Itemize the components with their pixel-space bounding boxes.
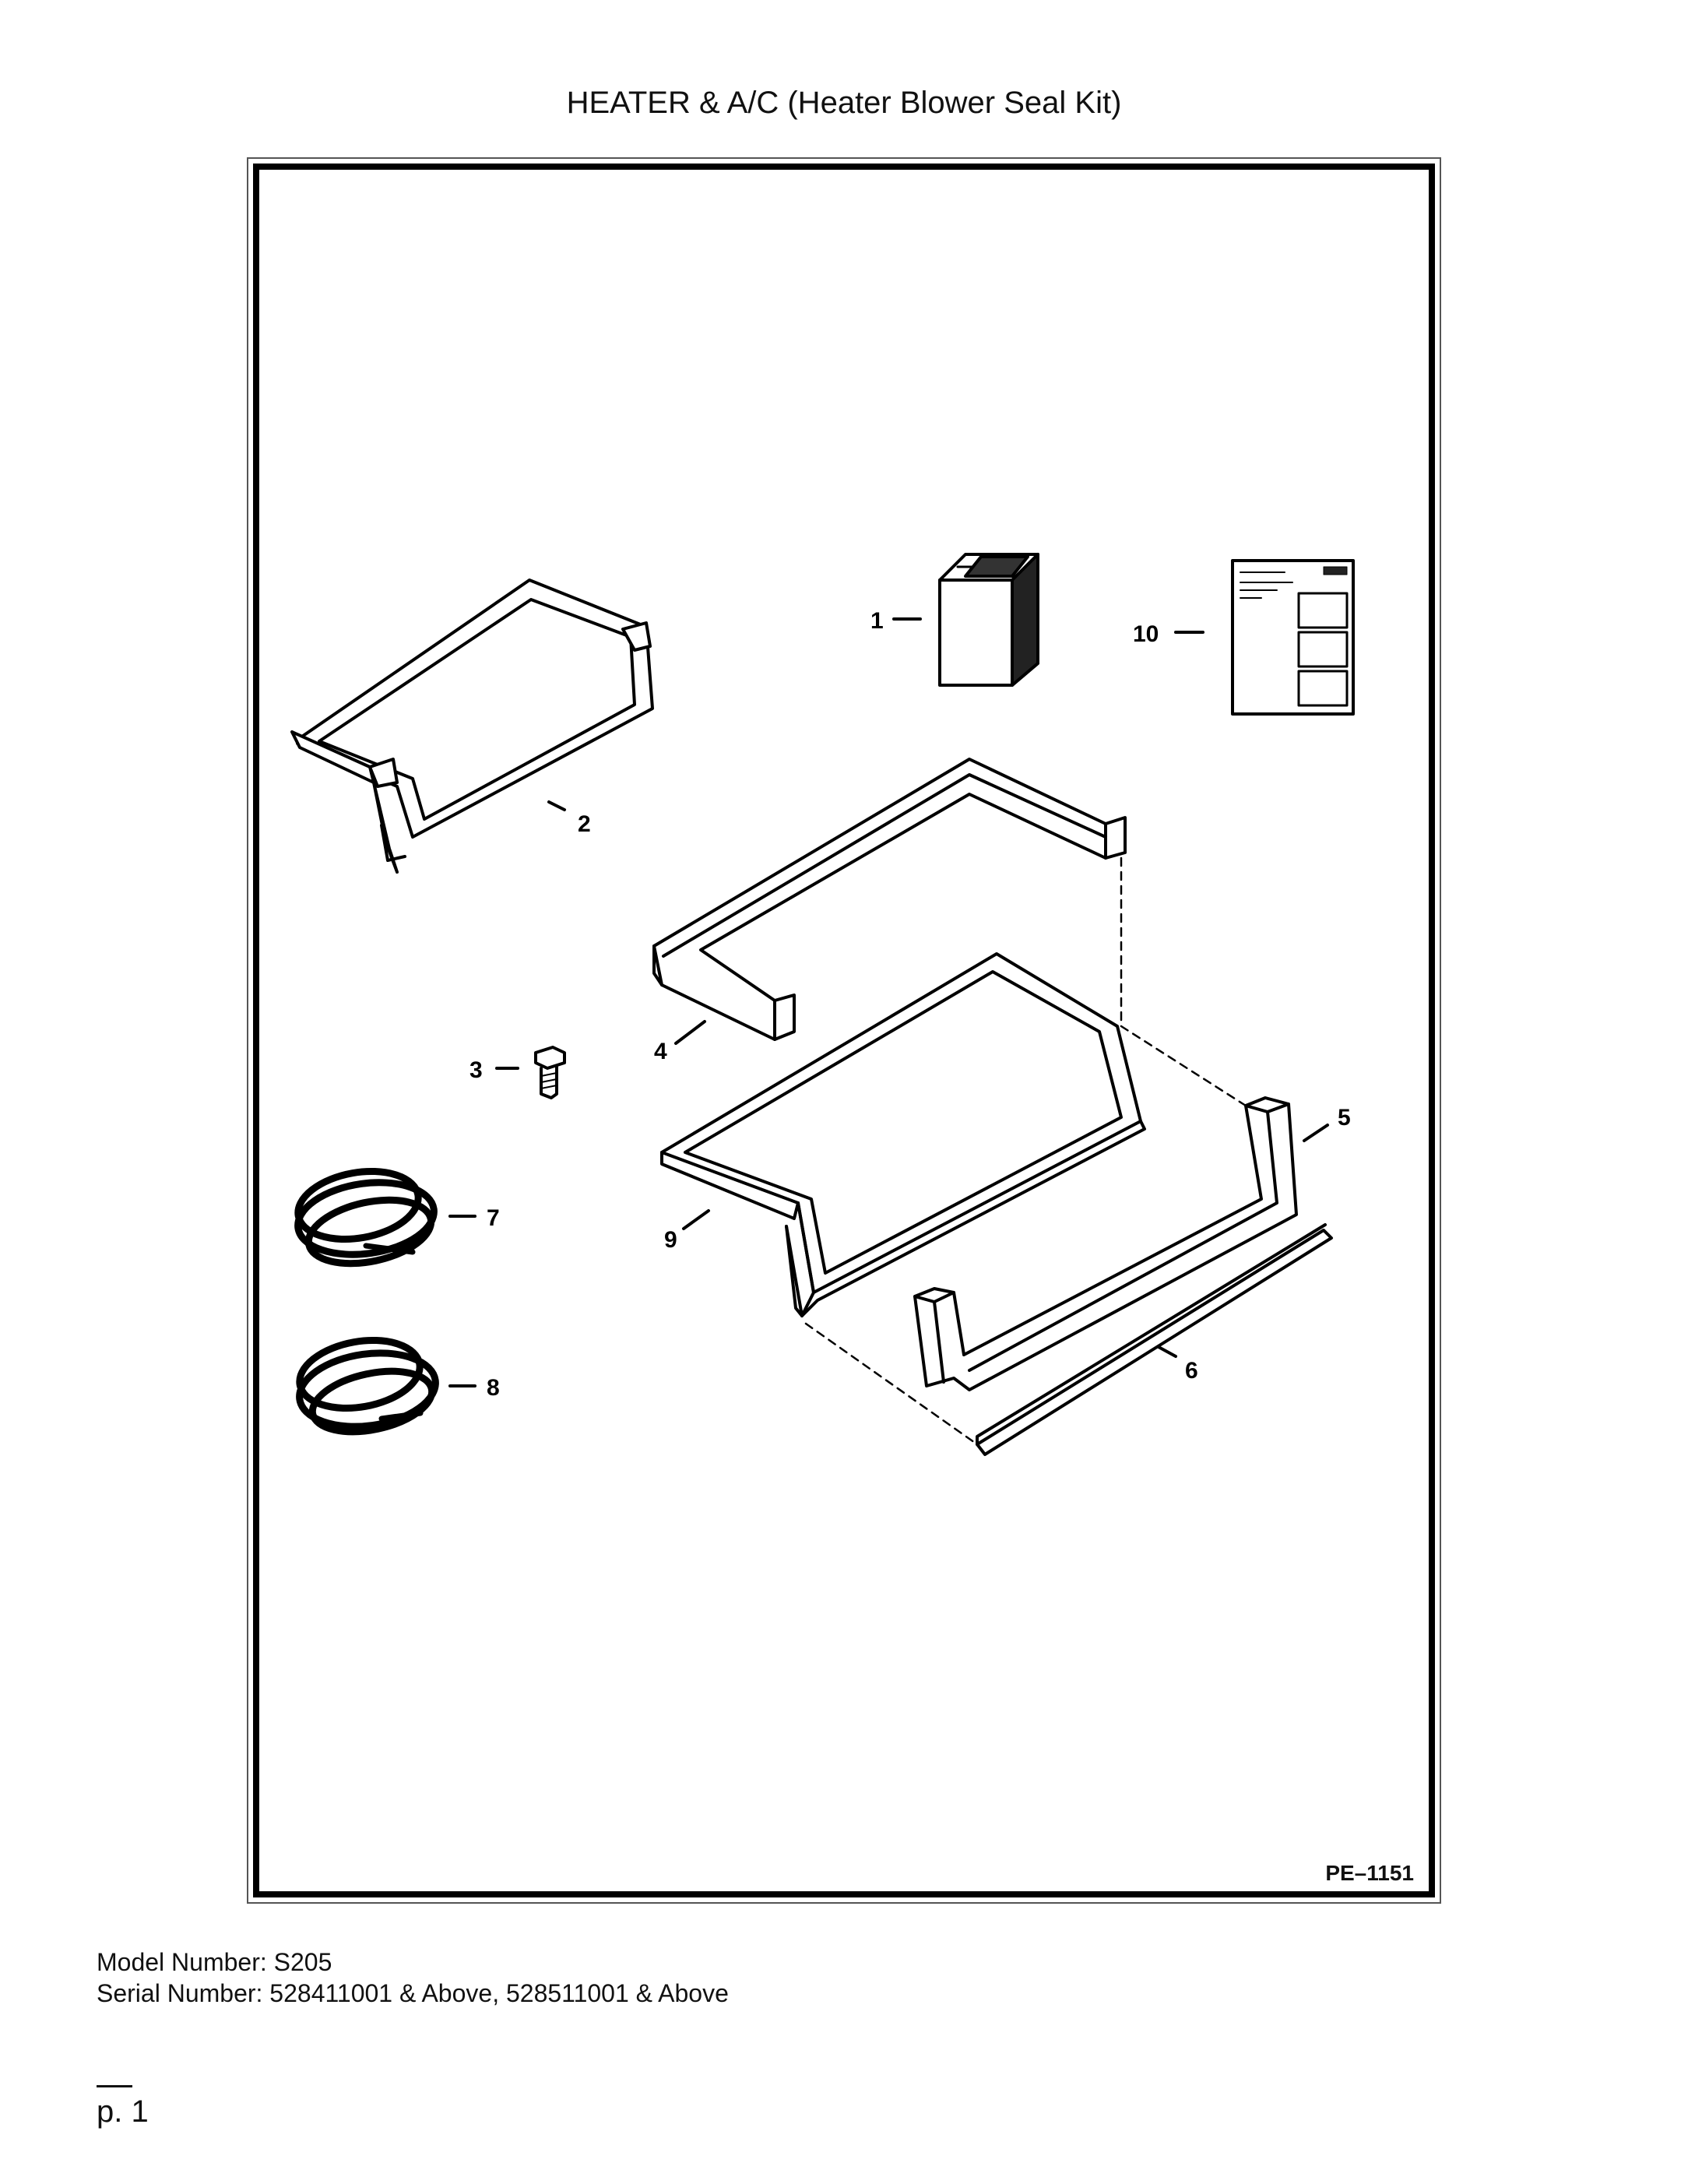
callout-9-leader [682, 1209, 710, 1230]
callout-9: 9 [664, 1227, 677, 1253]
callout-2: 2 [578, 811, 591, 837]
part-3-bolt [534, 1046, 566, 1099]
part-4-u-seal [652, 758, 1127, 1041]
footer-info: Model Number: S205 Serial Number: 528411… [97, 1947, 729, 2009]
part-7-coiled-seal [294, 1167, 438, 1268]
serial-number: Serial Number: 528411001 & Above, 528511… [97, 1979, 729, 2007]
callout-5: 5 [1338, 1105, 1351, 1131]
callout-8: 8 [487, 1375, 500, 1401]
callout-4: 4 [654, 1039, 667, 1064]
page-title: HEATER & A/C (Heater Blower Seal Kit) [566, 86, 1122, 120]
part-6-angle-strip [976, 1223, 1333, 1456]
part-2-seal-frame [290, 579, 654, 874]
page-number: p. 1 [97, 2094, 149, 2129]
callout-1: 1 [870, 608, 884, 634]
callout-7: 7 [487, 1205, 500, 1231]
part-1-filter [938, 553, 1039, 687]
part-5-u-seal [913, 1096, 1298, 1391]
callout-6: 6 [1185, 1358, 1198, 1384]
part-9-main-frame [660, 952, 1146, 1317]
page-number-rule [97, 2085, 132, 2087]
callout-10: 10 [1133, 621, 1159, 647]
diagram-frame-outer [247, 157, 1441, 1904]
callout-3: 3 [469, 1057, 483, 1083]
model-number: Model Number: S205 [97, 1948, 332, 1976]
part-10-instruction-sheet [1231, 559, 1355, 716]
part-8-coiled-seal [296, 1336, 439, 1436]
callout-6-leader [1157, 1345, 1177, 1358]
callout-2-leader [547, 800, 566, 811]
callout-5-leader [1303, 1124, 1329, 1142]
alignment-lines [804, 856, 1247, 1446]
diagram-frame-inner [253, 164, 1435, 1897]
callout-4-leader [674, 1020, 706, 1045]
drawing-number: PE–1151 [1325, 1861, 1414, 1885]
